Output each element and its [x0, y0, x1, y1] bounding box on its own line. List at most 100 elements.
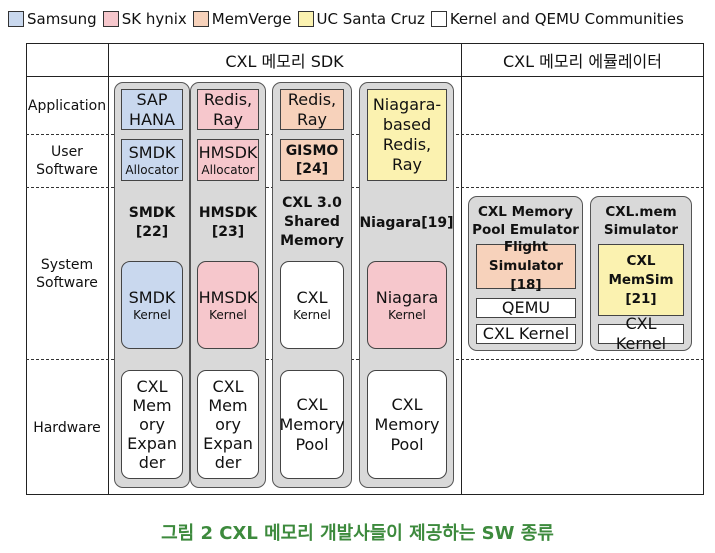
cxl3-kernel-sub: Kernel [293, 307, 331, 322]
header-sdk: CXL 메모리 SDK [225, 52, 344, 71]
legend-label-ucsc: UC Santa Cruz [316, 10, 425, 28]
cxl3-app-line1: Redis, [287, 89, 337, 109]
flight-line1: Flight [503, 239, 549, 255]
diagram-table [26, 43, 704, 495]
hmsdk-kernel-sub: Kernel [209, 307, 247, 322]
hmsdk-app-line2: Ray [212, 109, 244, 129]
smdk-hw-line3: ory [139, 415, 165, 434]
legend-label-memverge: MemVerge [211, 10, 292, 28]
hmsdk-allocator-box: HMSDK Allocator [197, 139, 259, 181]
legend-swatch-skhynix [102, 11, 119, 27]
cxl3-hardware-box: CXL Memory Pool [279, 370, 345, 479]
legend-item-ucsc: UC Santa Cruz [297, 10, 425, 28]
header-divider [26, 76, 704, 77]
cxl3-sys-line3: Memory [280, 232, 344, 249]
smdk-kernel-box: SMDK Kernel [121, 261, 183, 349]
legend-item-samsung: Samsung [8, 10, 97, 28]
legend-swatch-samsung [8, 11, 24, 27]
cxlmem-title-line2: Simulator [603, 222, 679, 238]
legend: Samsung SK hynix MemVerge UC Santa Cruz … [8, 6, 684, 32]
niagara-application-box: Niagara- based Redis, Ray [367, 89, 447, 181]
legend-label-kernel-qemu: Kernel and QEMU Communities [449, 10, 684, 28]
cxl3-kernel-label: CXL [296, 287, 328, 307]
cxl-memsim-box: CXL MemSim [21] [598, 244, 684, 316]
qemu-label: QEMU [501, 298, 551, 317]
legend-label-samsung: Samsung [27, 10, 97, 28]
hmsdk-app-line1: Redis, [203, 89, 253, 109]
smdk-allocator-box: SMDK Allocator [121, 139, 183, 181]
smdk-user-label: SMDK [128, 142, 176, 162]
flight-simulator-box: Flight Simulator [18] [476, 239, 576, 293]
hmsdk-hw-line5: der [214, 453, 242, 472]
niagara-system-label: Niagara[19] [359, 203, 454, 243]
section-divider [461, 43, 462, 495]
cxl3-app-line2: Ray [296, 109, 328, 129]
smdk-hw-line4: Expan [127, 434, 177, 453]
hmsdk-kernel-box: HMSDK Kernel [197, 261, 259, 349]
cxl3-hw-line3: Pool [295, 434, 329, 454]
cxl3-application-box: Redis, Ray [280, 89, 344, 130]
niagara-kernel-label: Niagara [375, 287, 439, 307]
gismo-line1: GISMO [285, 143, 339, 159]
legend-swatch-kernel-qemu [430, 11, 447, 27]
smdk-system-label: SMDK [22] [114, 203, 190, 243]
cxl3-sys-line1: CXL 3.0 [282, 194, 342, 211]
legend-swatch-memverge [192, 11, 209, 27]
legend-item-memverge: MemVerge [192, 10, 292, 28]
smdk-kernel-sub: Kernel [133, 307, 171, 322]
niagara-hw-line2: Memory [374, 414, 440, 434]
cxlmem-kernel-box: CXL Kernel [598, 314, 684, 353]
pool-emulator-title: CXL Memory Pool Emulator [468, 201, 583, 241]
cxl3-system-label: CXL 3.0 Shared Memory [272, 193, 352, 251]
niagara-hardware-box: CXL Memory Pool [367, 370, 447, 479]
pool-emulator-kernel-label: CXL Kernel [482, 324, 570, 343]
pool-emulator-kernel-box: CXL Kernel [476, 324, 576, 344]
row-label-divider [108, 43, 109, 495]
cxl3-kernel-box: CXL Kernel [280, 261, 344, 349]
pool-emulator-title-line1: CXL Memory [477, 204, 573, 220]
cxlmem-kernel-label: CXL Kernel [615, 314, 667, 353]
hmsdk-hw-line4: Expan [203, 434, 253, 453]
row-label-user-line2: Software [36, 162, 98, 178]
smdk-kernel-label: SMDK [128, 287, 176, 307]
smdk-app-line2: HANA [129, 109, 175, 129]
hmsdk-sys-line1: HMSDK [198, 205, 258, 221]
legend-item-skhynix: SK hynix [102, 10, 187, 28]
gismo-line2: [24] [295, 161, 329, 177]
niagara-app-line3: Redis, Ray [382, 135, 432, 174]
smdk-sys-line1: SMDK [128, 205, 176, 221]
row-label-user-line1: User [51, 144, 83, 160]
niagara-app-line2: based [382, 115, 432, 134]
header-emulator: CXL 메모리 에뮬레이터 [503, 52, 662, 71]
hmsdk-hardware-box: CXL Mem ory Expan der [197, 370, 259, 479]
row-label-hardware: Hardware [26, 360, 108, 495]
cxl3-sys-line2: Shared [284, 213, 340, 230]
figure-caption: 그림 2 CXL 메모리 개발사들이 제공하는 SW 종류 [161, 523, 554, 544]
hmsdk-application-box: Redis, Ray [197, 89, 259, 130]
smdk-hw-line5: der [138, 453, 166, 472]
niagara-hw-line3: Pool [390, 434, 424, 454]
cxlmem-simulator-title: CXL.mem Simulator [590, 201, 692, 241]
hmsdk-hw-line1: CXL [212, 377, 244, 396]
gismo-box: GISMO [24] [280, 139, 344, 181]
legend-swatch-ucsc [297, 11, 314, 27]
niagara-kernel-box: Niagara Kernel [367, 261, 447, 349]
legend-item-kernel-qemu: Kernel and QEMU Communities [430, 10, 684, 28]
hmsdk-user-label: HMSDK [198, 142, 258, 162]
cxl3-hw-line1: CXL [296, 394, 328, 414]
smdk-user-sub: Allocator [125, 162, 179, 177]
smdk-application-box: SAP HANA [121, 89, 183, 130]
memsim-line1: CXL [626, 252, 656, 269]
row-label-system-software: System Software [26, 188, 108, 359]
row-label-application-text: Application [27, 97, 107, 114]
flight-line2: Simulator [18] [488, 258, 564, 293]
legend-label-skhynix: SK hynix [121, 10, 187, 28]
row-label-system-line2: Software [36, 274, 98, 291]
hmsdk-system-label: HMSDK [23] [190, 203, 266, 243]
hmsdk-user-sub: Allocator [201, 162, 255, 177]
niagara-app-line1: Niagara- [372, 95, 442, 114]
memsim-line2: MemSim [608, 271, 674, 288]
hmsdk-kernel-label: HMSDK [198, 287, 258, 307]
hmsdk-hw-line3: ory [215, 415, 241, 434]
pool-emulator-title-line2: Pool Emulator [472, 222, 579, 238]
